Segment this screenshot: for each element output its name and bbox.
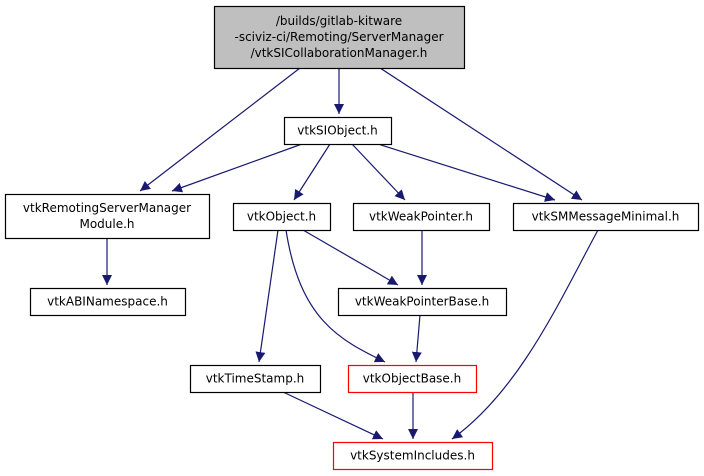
node-vtkSMMessageMinimal[interactable]: vtkSMMessageMinimal.h xyxy=(512,202,700,232)
node-box xyxy=(29,287,187,317)
node-label: /vtkSICollaborationManager.h xyxy=(251,46,428,60)
node-vtkABINamespace[interactable]: vtkABINamespace.h xyxy=(29,287,187,317)
node-vtkWeakPointer[interactable]: vtkWeakPointer.h xyxy=(352,202,491,232)
node-vtkObject[interactable]: vtkObject.h xyxy=(232,202,332,232)
node-box xyxy=(4,193,211,240)
node-label: vtkRemotingServerManager xyxy=(23,201,191,215)
nodes: /builds/gitlab-kitware -sciviz-ci/Remotin… xyxy=(4,5,700,471)
node-box xyxy=(232,202,332,232)
node-label: vtkSystemIncludes.h xyxy=(350,449,475,463)
edge-root-to-vtkSMMessageMinimal xyxy=(379,67,583,201)
edges xyxy=(102,67,599,440)
node-label: vtkSMMessageMinimal.h xyxy=(532,210,680,224)
edge-vtkObject-to-vtkWeakPointerBase xyxy=(302,229,399,286)
edge-vtkSIObject-to-vtkSMMessageMinimal xyxy=(377,143,556,202)
edge-vtkSIObject-to-vtkWeakPointer xyxy=(351,143,406,201)
edge-vtkSIObject-to-vtkObject xyxy=(293,143,331,201)
node-box xyxy=(337,287,508,317)
node-root[interactable]: /builds/gitlab-kitware -sciviz-ci/Remotin… xyxy=(213,5,466,70)
edge-vtkObject-to-vtkObjectBase xyxy=(285,229,386,363)
edge-vtkSIObject-to-vtkRemotingServerManagerModule xyxy=(171,143,303,193)
node-box xyxy=(512,202,700,232)
node-box xyxy=(213,5,466,70)
node-label: -sciviz-ci/Remoting/ServerManager xyxy=(234,30,443,44)
node-box xyxy=(332,441,494,471)
node-label: /builds/gitlab-kitware xyxy=(276,14,402,28)
node-label: vtkObject.h xyxy=(247,210,316,224)
node-label: vtkObjectBase.h xyxy=(363,372,461,386)
edge-vtkTimeStamp-to-vtkSystemIncludes xyxy=(282,391,384,440)
edge-vtkWeakPointerBase-to-vtkObjectBase xyxy=(411,314,422,363)
node-box xyxy=(189,364,322,394)
node-label: vtkSIObject.h xyxy=(297,124,377,138)
node-vtkWeakPointerBase[interactable]: vtkWeakPointerBase.h xyxy=(337,287,508,317)
edge-root-to-vtkRemotingServerManagerModule xyxy=(139,67,301,192)
node-vtkObjectBase[interactable]: vtkObjectBase.h xyxy=(347,364,478,394)
node-box xyxy=(347,364,478,394)
node-vtkSystemIncludes[interactable]: vtkSystemIncludes.h xyxy=(332,441,494,471)
node-label: Module.h xyxy=(79,217,134,231)
edge-vtkObject-to-vtkTimeStamp xyxy=(255,229,279,363)
node-label: vtkWeakPointer.h xyxy=(369,210,473,224)
node-label: vtkTimeStamp.h xyxy=(206,372,305,386)
node-vtkSIObject[interactable]: vtkSIObject.h xyxy=(283,116,393,146)
node-label: vtkWeakPointerBase.h xyxy=(355,295,489,309)
node-label: vtkABINamespace.h xyxy=(47,295,168,309)
node-box xyxy=(352,202,491,232)
edge-vtkSMMessageMinimal-to-vtkSystemIncludes xyxy=(451,229,599,440)
node-box xyxy=(283,116,393,146)
node-vtkTimeStamp[interactable]: vtkTimeStamp.h xyxy=(189,364,322,394)
